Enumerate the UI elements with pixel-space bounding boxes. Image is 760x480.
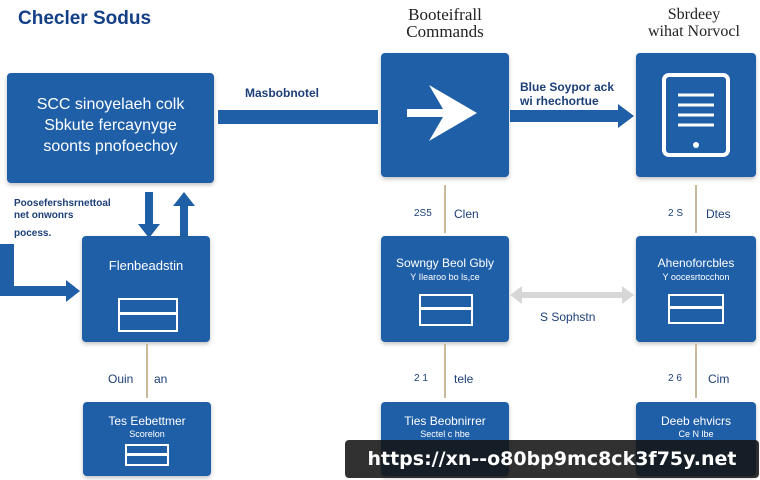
side-elbow-arrow <box>0 244 80 302</box>
url-watermark: https://xn--o80bp9mc8ck3f75y.net <box>345 440 759 478</box>
mid-right-text: Dtes <box>706 207 731 221</box>
mid-box-center: Sowngy Beol Gbly Y Ilearoo bo ls,ce <box>381 236 509 342</box>
top-connector-bar <box>218 110 378 124</box>
arrow-right-icon <box>407 85 477 141</box>
top-left-line2: Sbkute fercaynyge <box>44 117 177 134</box>
bot-center-title: Ties Beobnirrer <box>404 414 486 428</box>
bot-right-sub: Ce N lbe <box>678 429 714 439</box>
tablet-box <box>636 53 756 177</box>
heading-right-line1: Sbrdeey <box>667 6 721 23</box>
card-icon <box>118 298 178 332</box>
mid-center-num: 2S5 <box>414 208 432 219</box>
mid-box-right: Ahenoforcbles Y oocesrtocchon <box>636 236 756 342</box>
bot-right-text: Cim <box>708 372 730 386</box>
card-icon <box>668 294 724 324</box>
bot-left-text: Ouin <box>108 372 134 386</box>
bot-center-sub: Sectel c hbe <box>420 429 470 439</box>
center-double-arrow <box>510 286 634 304</box>
bot-center-num: 2 1 <box>414 373 428 384</box>
bot-left-sub: Scorelon <box>129 429 165 439</box>
mid-center-text: Clen <box>454 207 479 221</box>
connector-top-center <box>444 185 446 233</box>
top-left-box: SCC sinoyelaeh colk Sbkute fercaynyge so… <box>7 73 214 183</box>
top-right-label: Blue Soypor ack wi rhechortue <box>520 80 614 108</box>
up-down-arrows <box>138 192 195 238</box>
heading-right: Sbrdeey wihat Norvocl <box>628 6 760 40</box>
card-icon <box>419 294 473 326</box>
bot-right-num: 2 6 <box>668 373 682 384</box>
bot-right-title: Deeb ehvicrs <box>660 414 732 428</box>
side-label: Poosefershsrnettoal net onwonrs pocess. <box>14 198 144 240</box>
heading-right-line2: wihat Norvocl <box>648 23 740 40</box>
bot-left-title: Tes Eebettmer <box>108 414 186 428</box>
connector-bot-center <box>444 344 446 398</box>
connector-bot-left <box>146 344 148 398</box>
mid-right-title: Ahenoforcbles <box>657 256 735 270</box>
bot-left-num: an <box>154 372 168 386</box>
mid-right-num: 2 S <box>668 208 684 219</box>
center-link-label: S Sophstn <box>540 310 596 324</box>
mid-center-title: Sowngy Beol Gbly <box>395 256 495 270</box>
top-right-label-line2: wi rhechortue <box>520 94 599 108</box>
bot-box-left: Tes Eebettmer Scorelon <box>83 402 211 476</box>
top-right-label-line1: Blue Soypor ack <box>520 80 615 94</box>
top-left-line3: soonts pnofoechoy <box>43 138 178 155</box>
heading-center-line1: Booteifrall <box>408 5 482 24</box>
bot-center-text: tele <box>454 372 474 386</box>
command-box <box>381 53 509 177</box>
side-label-line3: pocess. <box>14 228 52 239</box>
card-icon <box>125 444 169 466</box>
top-right-arrow <box>510 104 634 128</box>
heading-left: Checler Sodus <box>18 8 152 29</box>
mid-center-sub: Y Ilearoo bo ls,ce <box>410 272 480 282</box>
tablet-document-icon <box>662 73 730 157</box>
mid-left-title: Flenbeadstin <box>108 258 184 273</box>
mid-right-sub: Y oocesrtocchon <box>662 272 730 282</box>
mid-box-left: Flenbeadstin <box>82 236 210 342</box>
heading-center: Booteifrall Commands <box>370 6 520 40</box>
connector-bot-right <box>695 344 697 398</box>
top-connector-label: Masbobnotel <box>245 86 319 100</box>
connector-top-right <box>695 185 697 233</box>
heading-center-line2: Commands <box>406 22 484 41</box>
top-left-line1: SCC sinoyelaeh colk <box>36 96 185 113</box>
side-label-line2: net onwonrs <box>14 210 74 221</box>
side-label-line1: Poosefershsrnettoal <box>14 198 111 209</box>
